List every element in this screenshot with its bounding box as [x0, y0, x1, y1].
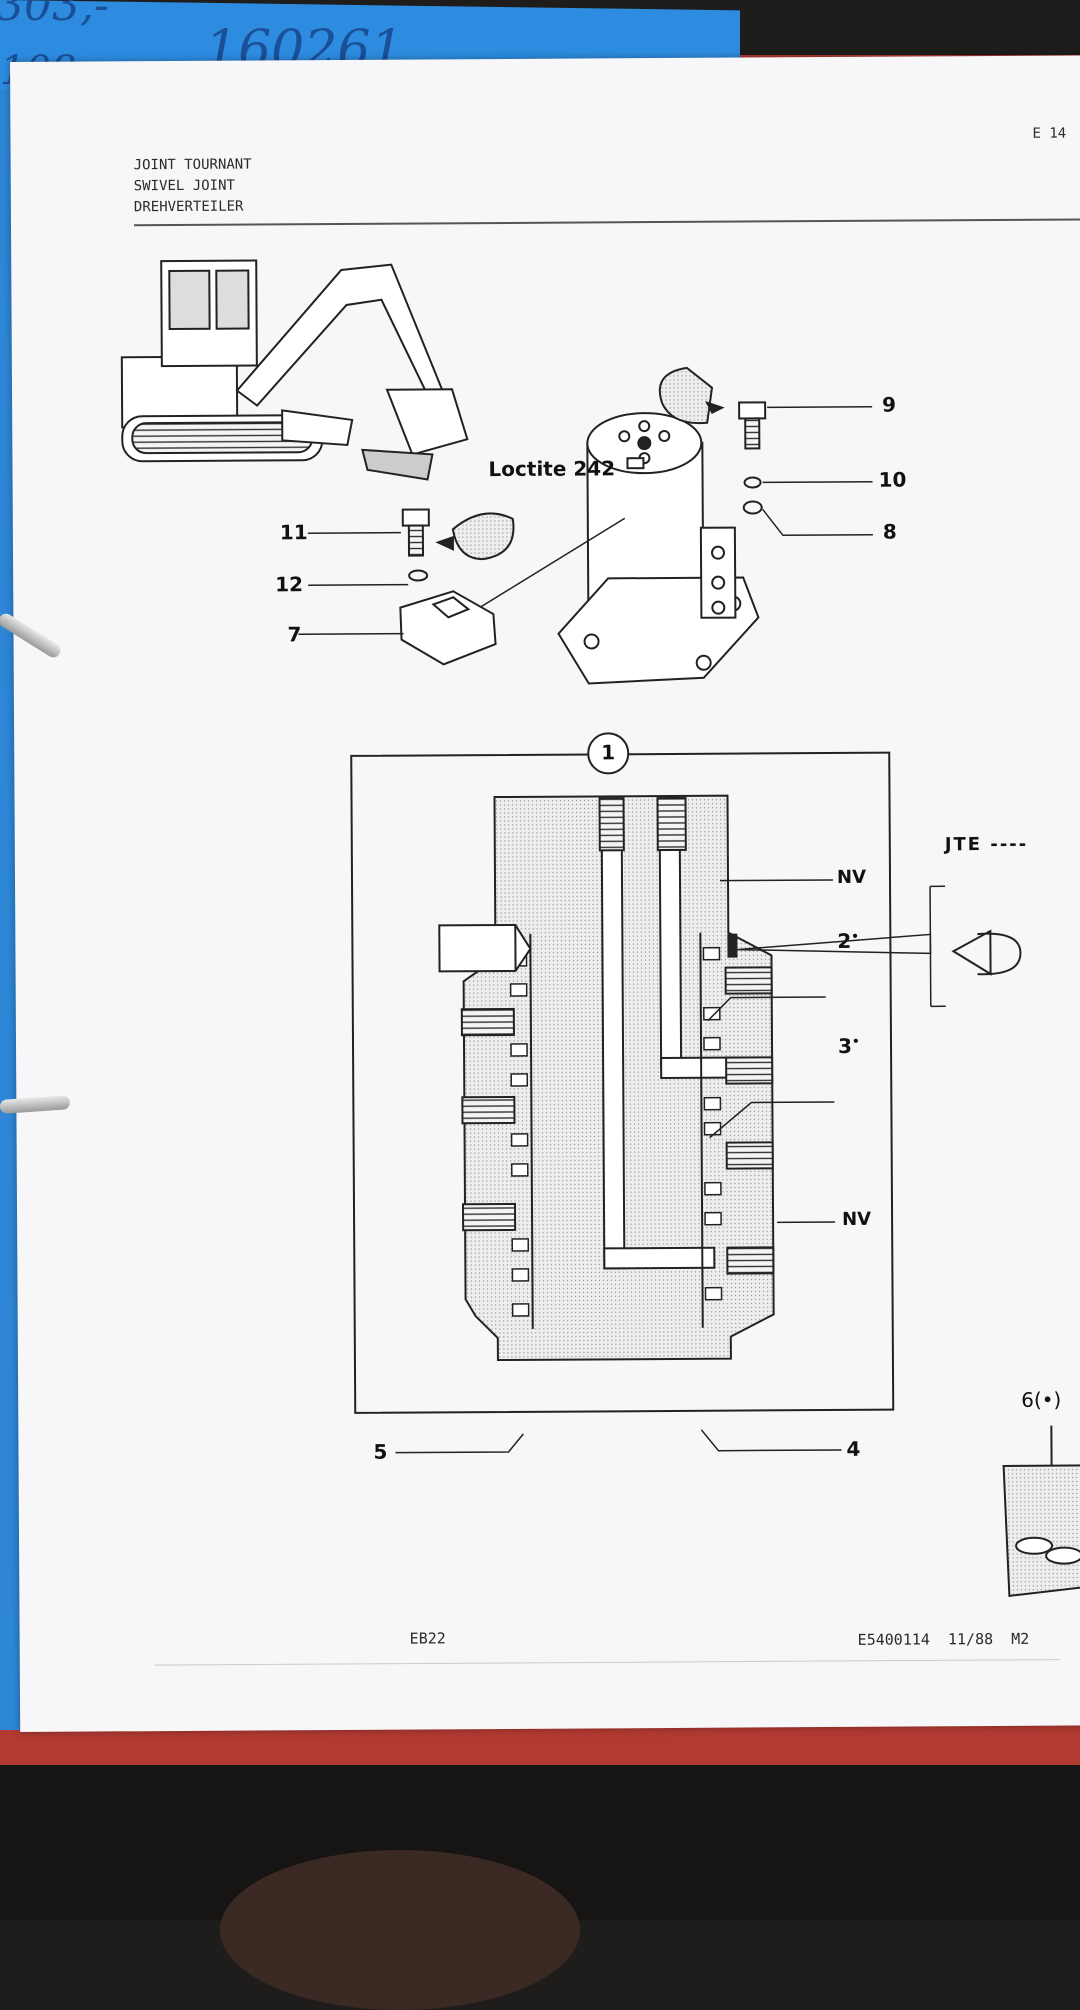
footer-reference: E5400114 11/88 M2: [858, 1630, 1030, 1649]
footer-date: 11/88: [948, 1630, 993, 1648]
callout-4: 4: [846, 1437, 860, 1461]
callout-nv-mid: NV: [842, 1209, 871, 1230]
callout-12: 12: [275, 572, 303, 596]
loctite-bottle-left: [438, 513, 514, 559]
block-7: [400, 591, 495, 665]
footer-revision: M2: [1011, 1630, 1029, 1648]
callout-loctite: Loctite 242: [488, 456, 615, 481]
footer-model: EB22: [410, 1629, 446, 1647]
callout-9: 9: [882, 393, 896, 417]
handwritten-note-1: 303,-: [0, 0, 109, 31]
top-leader-lines: [297, 407, 873, 635]
hand: [220, 1850, 580, 2010]
callout-6: 6(•): [1021, 1388, 1061, 1412]
footer-ref: E5400114: [858, 1630, 930, 1648]
callout-3-label: 3: [838, 1034, 852, 1058]
callout-2-label: 2: [837, 929, 851, 953]
detail-number: 1: [601, 740, 615, 764]
callout-5: 5: [373, 1440, 387, 1464]
washer-10: [745, 477, 761, 487]
callout-3: 3•: [838, 1034, 860, 1058]
catalog-page: E 14 JOINT TOURNANT SWIVEL JOINT DREHVER…: [10, 55, 1080, 1732]
jte-symbol: [953, 931, 1020, 975]
exploded-drawing: [10, 55, 1080, 1732]
screw-11: [403, 509, 429, 555]
callout-2: 2•: [837, 929, 859, 953]
swivel-joint-illustration: [557, 412, 759, 683]
excavator-illustration: [121, 259, 467, 481]
callout-8: 8: [883, 520, 897, 544]
callout-11: 11: [280, 520, 308, 544]
washer-12: [409, 570, 427, 580]
callout-10: 10: [878, 468, 906, 492]
parts-bag: [1003, 1425, 1080, 1596]
screw-9: [739, 402, 765, 448]
callout-7: 7: [287, 622, 301, 646]
washer-8: [744, 501, 762, 513]
callout-jte: JTE ----: [945, 834, 1029, 856]
callout-nv-top: NV: [837, 867, 866, 888]
